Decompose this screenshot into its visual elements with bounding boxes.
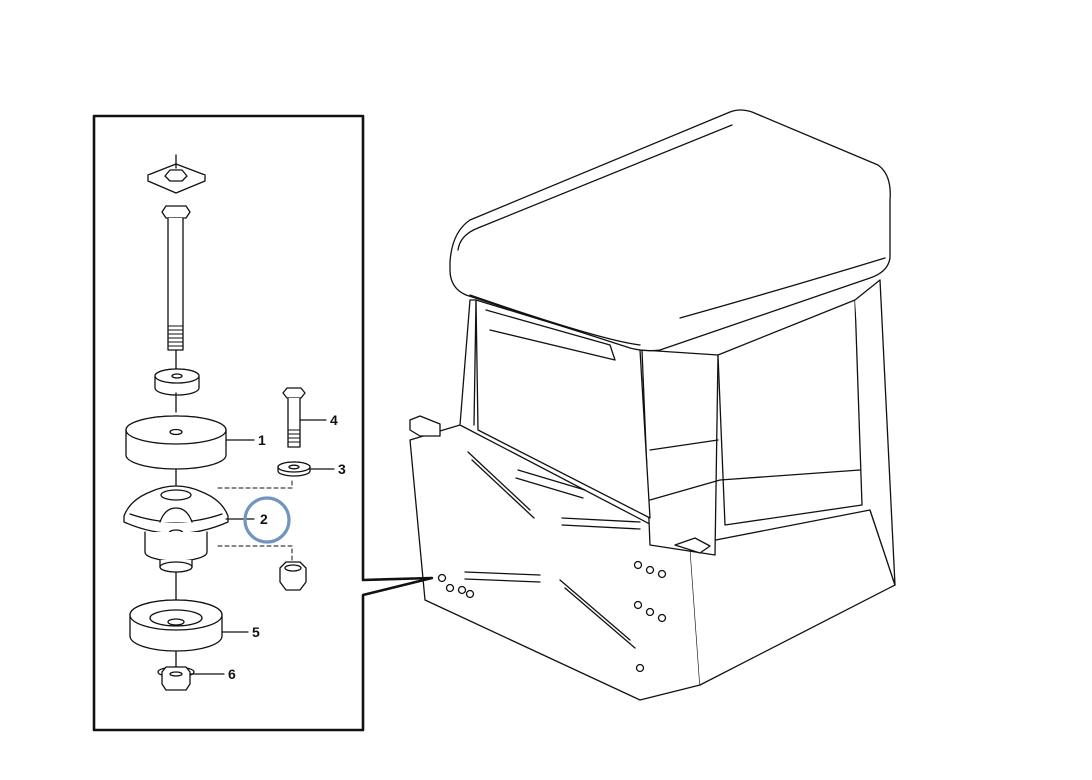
part-2-mount-bracket	[123, 485, 229, 601]
cab-illustration	[409, 109, 896, 701]
part-5-rubber-ring	[129, 599, 223, 668]
highlight-ring	[243, 496, 291, 544]
part-3-washer	[277, 461, 311, 477]
part-6-flange-nut	[157, 666, 195, 691]
dashed-leader-lines	[217, 477, 293, 561]
cab-roof	[449, 109, 891, 352]
callout-1: 1	[258, 432, 266, 448]
callout-6: 6	[228, 666, 236, 682]
callout-leaders	[189, 419, 335, 675]
square-washer	[147, 154, 206, 194]
callout-2: 2	[260, 511, 268, 527]
callout-3: 3	[338, 461, 346, 477]
spacer	[154, 349, 200, 413]
callout-4: 4	[330, 412, 338, 428]
callout-5: 5	[252, 624, 260, 640]
part-1-rubber-pad	[125, 415, 227, 491]
part-4-small-bolt	[282, 387, 306, 448]
lock-nut	[279, 561, 307, 591]
